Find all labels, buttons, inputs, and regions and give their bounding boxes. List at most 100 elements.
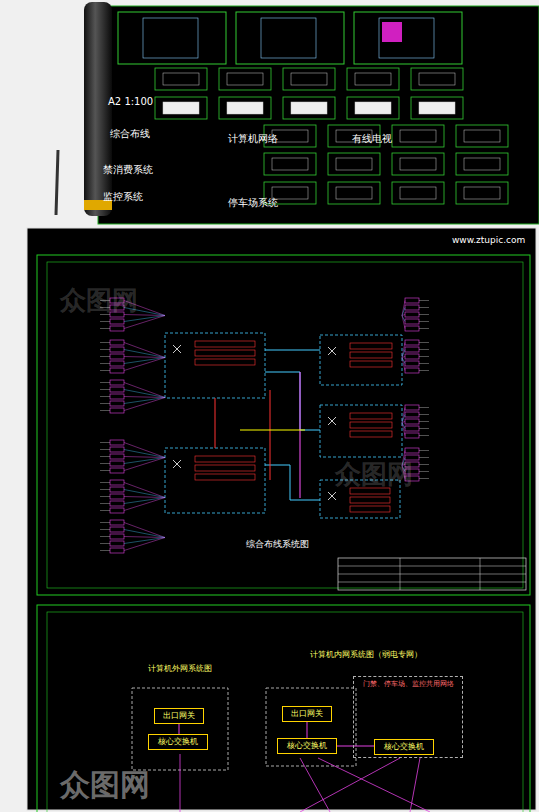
device-box: 出口网关 xyxy=(154,708,204,724)
outlet-wire xyxy=(124,458,165,471)
outlet-wire xyxy=(100,342,110,343)
cable xyxy=(270,390,271,480)
thumbnail xyxy=(264,153,316,175)
outlet-wire xyxy=(419,342,429,343)
thumbnail xyxy=(456,182,508,204)
watermark: 众图网 xyxy=(335,460,413,489)
outlet-wire xyxy=(124,523,165,538)
outlet xyxy=(405,347,419,352)
cable xyxy=(265,372,320,430)
outlet-wire xyxy=(419,356,429,357)
cable xyxy=(265,465,320,500)
outlet xyxy=(110,468,124,473)
outlet-wire xyxy=(124,357,165,358)
outlet-wire xyxy=(124,538,165,544)
cabinet xyxy=(165,448,265,513)
cabinet xyxy=(165,333,265,398)
outlet-wire xyxy=(402,350,405,358)
thumbnail xyxy=(392,125,444,147)
cabinet xyxy=(320,335,402,385)
outlet-wire xyxy=(100,382,110,383)
thumbnail xyxy=(283,97,335,119)
thumbnail xyxy=(336,158,372,170)
thumbnail xyxy=(261,18,316,58)
thumbnail xyxy=(464,130,500,142)
outlet-wire xyxy=(419,471,429,472)
outlet-wire xyxy=(402,315,405,316)
outlet-wire xyxy=(124,450,165,458)
cable xyxy=(265,350,320,351)
switch-symbol xyxy=(173,345,181,353)
outlet-wire xyxy=(100,356,110,357)
thumbnail xyxy=(328,182,380,204)
outlet-wire xyxy=(124,537,165,538)
patch-panel xyxy=(350,343,392,349)
outlet-wire xyxy=(124,358,165,371)
outlet-wire xyxy=(100,522,110,523)
outlet-wire xyxy=(419,314,429,315)
outlet-wire xyxy=(100,363,110,364)
outlet xyxy=(405,405,419,410)
outlet-wire xyxy=(100,328,110,329)
patch-panel xyxy=(195,341,255,347)
network-group: 门禁、停车场、监控共用网络核心交换机 xyxy=(353,676,463,758)
outlet xyxy=(405,426,419,431)
thumbnail xyxy=(400,187,436,199)
outlet-wire xyxy=(100,489,110,490)
thumbnail xyxy=(155,97,207,119)
outlet-wire xyxy=(124,457,165,458)
thumbnail xyxy=(227,73,263,85)
outlet-wire xyxy=(100,543,110,544)
thumbnail xyxy=(464,187,500,199)
thumbnail xyxy=(347,68,399,90)
heading: 计算机内网系统图（弱电专网） xyxy=(256,650,476,659)
outlet xyxy=(405,433,419,438)
caption-label: 综合布线系统图 xyxy=(246,540,309,550)
outlet xyxy=(405,448,419,453)
thumbnail xyxy=(347,97,399,119)
outlet xyxy=(110,501,124,506)
outlet-wire xyxy=(419,414,429,415)
connector-line xyxy=(179,724,180,734)
connector xyxy=(179,724,180,734)
outlet-wire xyxy=(419,300,429,301)
outlet-wire xyxy=(100,349,110,350)
thumbnail xyxy=(283,68,335,90)
thumbnail xyxy=(354,12,462,64)
diagram-panel: 计算机外网系统图出口网关核心交换机 xyxy=(114,664,246,774)
outlet-wire xyxy=(402,408,405,423)
outlet-wire xyxy=(419,363,429,364)
device-name: 核心交换机 xyxy=(287,741,327,750)
patch-panel xyxy=(350,352,392,358)
outlet-wire xyxy=(100,403,110,404)
outlet-wire xyxy=(124,530,165,538)
thumbnail xyxy=(227,102,263,114)
device-name: 出口网关 xyxy=(291,709,323,718)
outlet-wire xyxy=(100,529,110,530)
outlet xyxy=(110,440,124,445)
outlet xyxy=(110,548,124,553)
outlet xyxy=(405,326,419,331)
caption-label: 计算机网络 xyxy=(228,133,278,144)
thumbnail xyxy=(392,182,444,204)
thumbnail xyxy=(219,68,271,90)
patch-panel xyxy=(195,474,255,480)
thumbnail xyxy=(379,18,434,58)
outlet xyxy=(110,480,124,485)
patch-panel xyxy=(195,359,255,365)
outlet-wire xyxy=(124,358,165,364)
thumbnail xyxy=(355,73,391,85)
patch-panel xyxy=(350,361,392,367)
switch-symbol xyxy=(173,460,181,468)
outlet xyxy=(405,412,419,417)
outlet xyxy=(110,541,124,546)
outlet-wire xyxy=(124,398,165,411)
outlet-wire xyxy=(100,456,110,457)
outlet-wire xyxy=(419,478,429,479)
cabinet xyxy=(320,405,402,457)
device-name: 核心交换机 xyxy=(158,737,198,746)
thumbnail xyxy=(291,73,327,85)
outlet xyxy=(405,305,419,310)
outlet-wire xyxy=(419,328,429,329)
watermark: 众图网 xyxy=(60,768,150,801)
